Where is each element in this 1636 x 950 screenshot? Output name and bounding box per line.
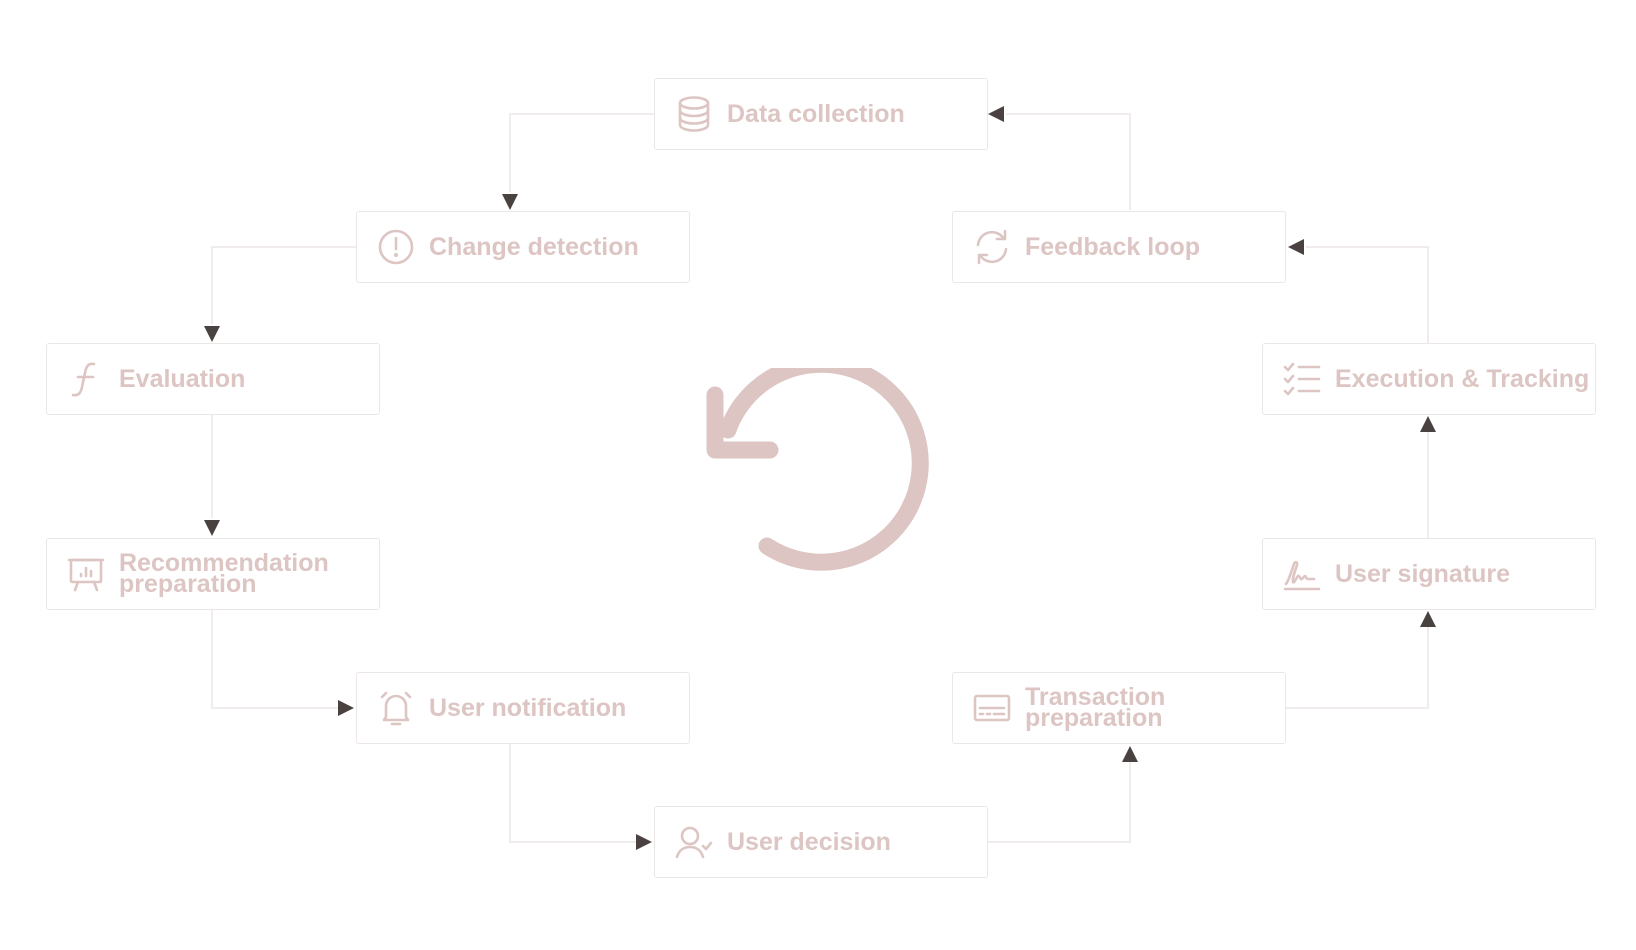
node-change-detection[interactable]: Change detection xyxy=(356,211,690,283)
arrowhead-to-execution-tracking xyxy=(1420,416,1436,432)
node-user-signature[interactable]: User signature xyxy=(1262,538,1596,610)
node-label: Transaction preparation xyxy=(1025,683,1166,732)
edge-transaction-preparation-to-user-signature xyxy=(1286,625,1429,709)
node-label: User decision xyxy=(727,827,891,856)
alert-circle-icon xyxy=(375,226,417,268)
edge-feedback-loop-to-data-collection xyxy=(1006,113,1131,210)
node-label: Data collection xyxy=(727,99,905,128)
signature-icon xyxy=(1281,553,1323,595)
arrowhead-to-user-signature xyxy=(1420,611,1436,627)
node-label: User notification xyxy=(429,693,627,722)
arrowhead-to-transaction-preparation xyxy=(1122,746,1138,762)
node-user-notification[interactable]: User notification xyxy=(356,672,690,744)
node-transaction-preparation[interactable]: Transaction preparation xyxy=(952,672,1286,744)
checklist-icon xyxy=(1281,358,1323,400)
node-evaluation[interactable]: Evaluation xyxy=(46,343,380,415)
arrowhead-to-feedback-loop xyxy=(1288,239,1304,255)
presentation-chart-icon xyxy=(65,553,107,595)
arrowhead-to-recommendation-preparation xyxy=(204,520,220,536)
card-form-icon xyxy=(971,687,1013,729)
edge-execution-tracking-to-feedback-loop xyxy=(1306,246,1429,343)
edge-change-detection-to-evaluation xyxy=(211,246,356,324)
refresh-icon xyxy=(971,226,1013,268)
bell-icon xyxy=(375,687,417,729)
edge-recommendation-preparation-to-user-notification xyxy=(211,609,342,709)
arrowhead-to-evaluation xyxy=(204,326,220,342)
node-label: Change detection xyxy=(429,232,639,261)
node-execution-tracking[interactable]: Execution & Tracking xyxy=(1262,343,1596,415)
node-label: Feedback loop xyxy=(1025,232,1201,261)
node-label: Execution & Tracking xyxy=(1335,364,1590,393)
edge-user-notification-to-user-decision xyxy=(509,744,640,843)
function-icon xyxy=(65,358,107,400)
arrowhead-to-change-detection xyxy=(502,194,518,210)
node-data-collection[interactable]: Data collection xyxy=(654,78,988,150)
arrowhead-to-user-decision xyxy=(636,834,652,850)
node-label: User signature xyxy=(1335,559,1511,588)
node-recommendation-preparation[interactable]: Recommendation preparation xyxy=(46,538,380,610)
node-label: Evaluation xyxy=(119,364,246,393)
arrowhead-to-user-notification xyxy=(338,700,354,716)
database-icon xyxy=(673,93,715,135)
cycle-arrow-icon xyxy=(706,368,929,571)
edge-user-decision-to-transaction-preparation xyxy=(988,762,1131,843)
edge-data-collection-to-change-detection xyxy=(509,113,654,192)
node-label: Recommendation preparation xyxy=(119,549,329,598)
node-feedback-loop[interactable]: Feedback loop xyxy=(952,211,1286,283)
arrowhead-to-data-collection xyxy=(988,106,1004,122)
user-check-icon xyxy=(673,821,715,863)
node-user-decision[interactable]: User decision xyxy=(654,806,988,878)
